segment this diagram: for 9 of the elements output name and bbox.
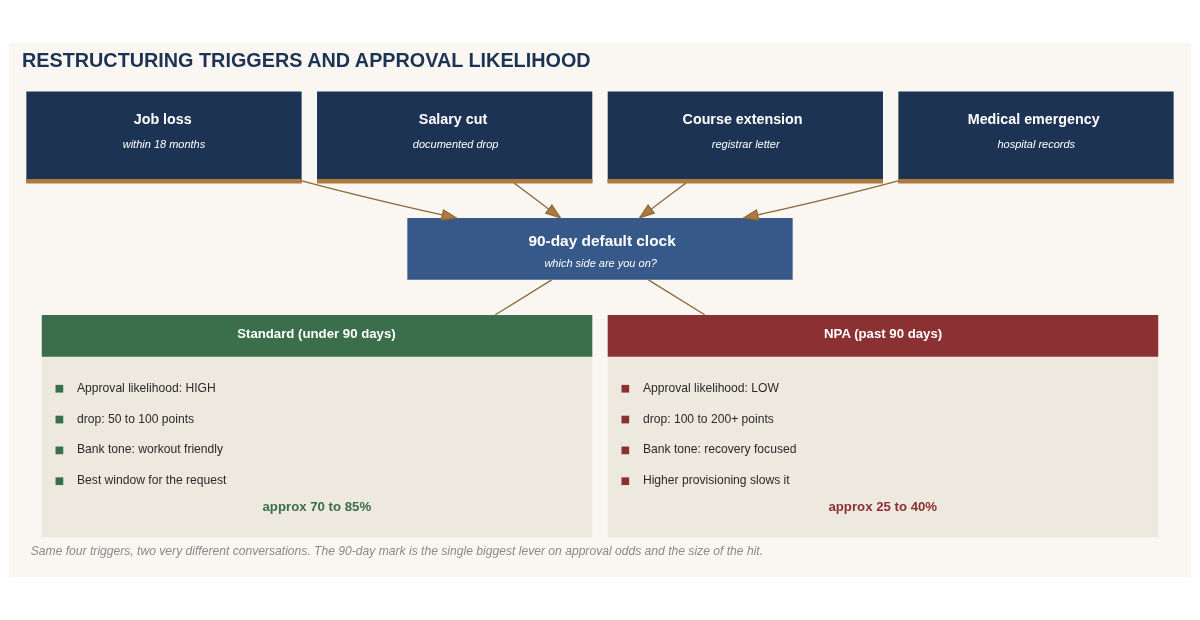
arrow bbox=[301, 180, 459, 221]
node-box: 90-day default clock which side are you on? bbox=[407, 218, 793, 280]
connector bbox=[494, 279, 553, 316]
arrow bbox=[638, 182, 687, 220]
arrow bbox=[741, 180, 899, 221]
diagram-title: RESTRUCTURING TRIGGERS AND APPROVAL LIKELIHOOD bbox=[21, 48, 591, 71]
connector bbox=[647, 279, 706, 316]
caption: Same four triggers, two very different conversations. The 90-day mark is the single biggest lever on approval odds and the size of the hit. bbox=[30, 543, 764, 558]
arrow bbox=[513, 182, 562, 220]
